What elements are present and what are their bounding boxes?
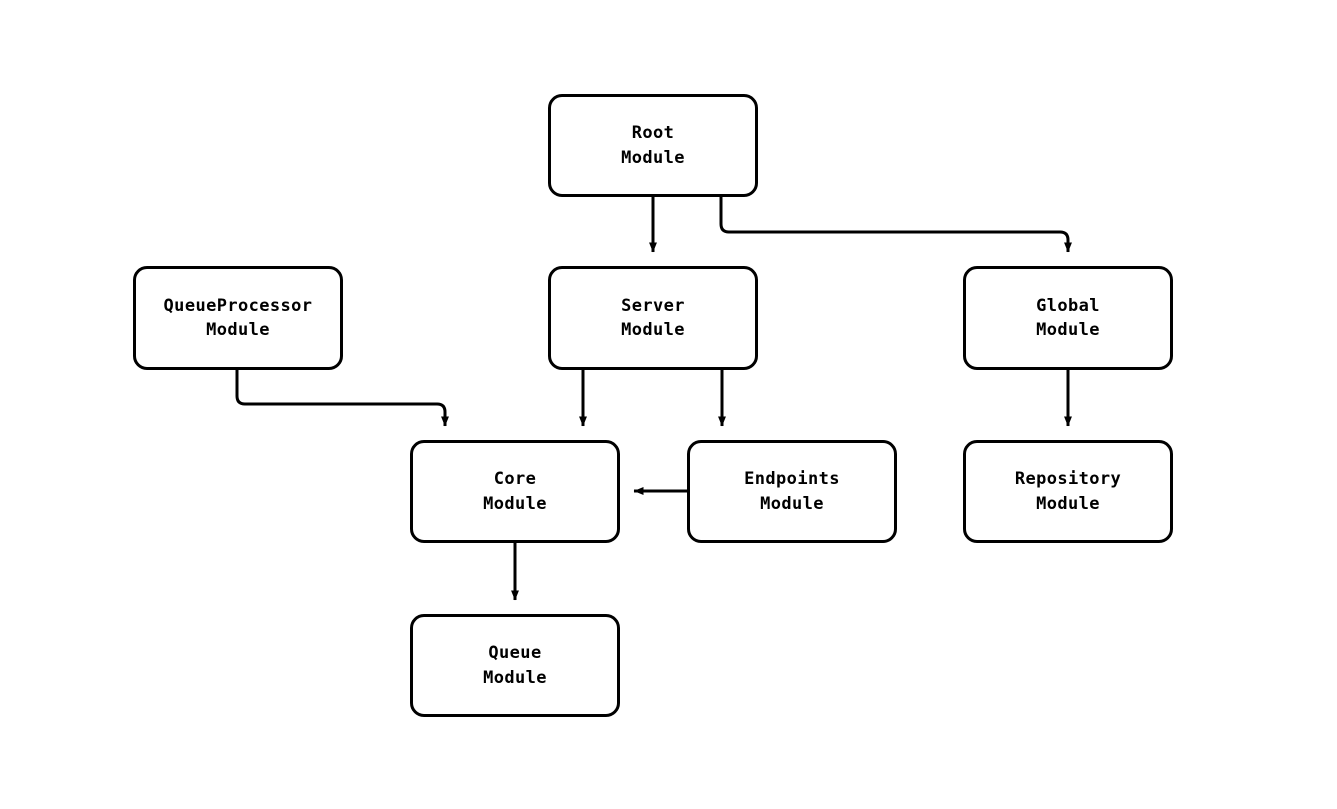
node-repository-label-line1: Repository: [1014, 469, 1122, 490]
node-core-label-line1: Core: [493, 469, 537, 490]
node-global-label-line2: Module: [1036, 320, 1100, 340]
node-server-label-line1: Server: [621, 295, 685, 316]
node-repository-label-line2: Module: [1036, 493, 1100, 514]
node-root-label-line2: Module: [621, 147, 685, 168]
node-root-label-line1: Root: [631, 123, 675, 144]
node-core-label-line2: Module: [483, 493, 547, 514]
edge-root-global: [719, 197, 1072, 253]
edges-group: [235, 197, 1072, 601]
node-queue-label-line1: Queue: [488, 643, 542, 664]
edge-queueprocessor-core: [235, 370, 449, 427]
node-endpoints-label-line1: Endpoints: [744, 469, 840, 490]
node-queue-label-line2: Module: [483, 667, 547, 688]
node-queueprocessor-label-line2: Module: [206, 320, 270, 340]
node-queueprocessor-label-line1: QueueProcessor: [163, 295, 313, 316]
node-global-label-line1: Global: [1036, 295, 1100, 316]
node-endpoints-label-line2: Module: [760, 493, 824, 514]
node-server-label-line2: Module: [621, 320, 685, 340]
